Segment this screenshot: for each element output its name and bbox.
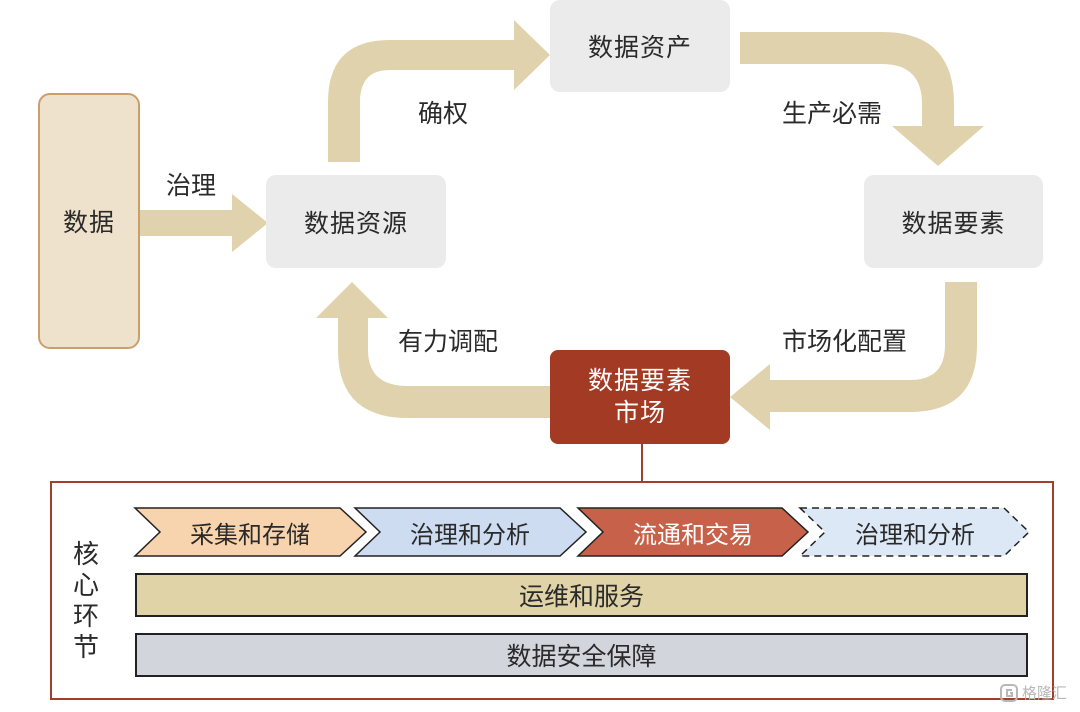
- operations-bar: 运维和服务: [135, 573, 1028, 617]
- core-frame: [50, 481, 1054, 700]
- core-title: 核 心 环 节: [72, 540, 99, 663]
- stage-govern-shape: [353, 507, 588, 557]
- watermark-logo-icon: [1000, 683, 1018, 702]
- stage-govern2-shape: [798, 507, 1031, 557]
- node-resource: 数据资源: [266, 175, 446, 268]
- node-data-label: 数据: [62, 208, 115, 237]
- arrow-allocation: [316, 282, 550, 418]
- stage-collect-label: 采集和存储: [190, 520, 310, 549]
- label-allocation: 有力调配: [398, 327, 499, 356]
- security-bar: 数据安全保障: [135, 633, 1028, 677]
- watermark-text: 格隆汇: [1022, 684, 1068, 702]
- stage-govern2-label: 治理和分析: [855, 520, 975, 549]
- stage-trade-shape: [576, 507, 810, 557]
- watermark: 格隆汇: [1000, 682, 1067, 703]
- stage-trade-label: 流通和交易: [633, 520, 753, 549]
- node-resource-label: 数据资源: [303, 208, 408, 238]
- arrow-production: [740, 32, 984, 166]
- node-element-label: 数据要素: [901, 208, 1006, 238]
- node-asset-label: 数据资产: [587, 33, 692, 62]
- node-data: 数据: [38, 93, 140, 349]
- arrow-marketization: [730, 282, 977, 430]
- label-govern: 治理: [166, 171, 217, 200]
- label-marketization: 市场化配置: [782, 327, 908, 356]
- arrow-govern: [140, 194, 268, 252]
- stage-collect-shape: [133, 507, 368, 557]
- label-confirm: 确权: [418, 99, 469, 128]
- node-market-label: 数据要素 市场: [587, 366, 692, 427]
- node-market: 数据要素 市场: [550, 350, 730, 444]
- node-element: 数据要素: [864, 175, 1043, 268]
- security-label: 数据安全保障: [506, 642, 657, 671]
- operations-label: 运维和服务: [518, 582, 644, 611]
- node-asset: 数据资产: [550, 0, 730, 92]
- arrow-confirm: [328, 20, 550, 162]
- label-production: 生产必需: [782, 99, 883, 128]
- stage-govern-label: 治理和分析: [410, 520, 530, 549]
